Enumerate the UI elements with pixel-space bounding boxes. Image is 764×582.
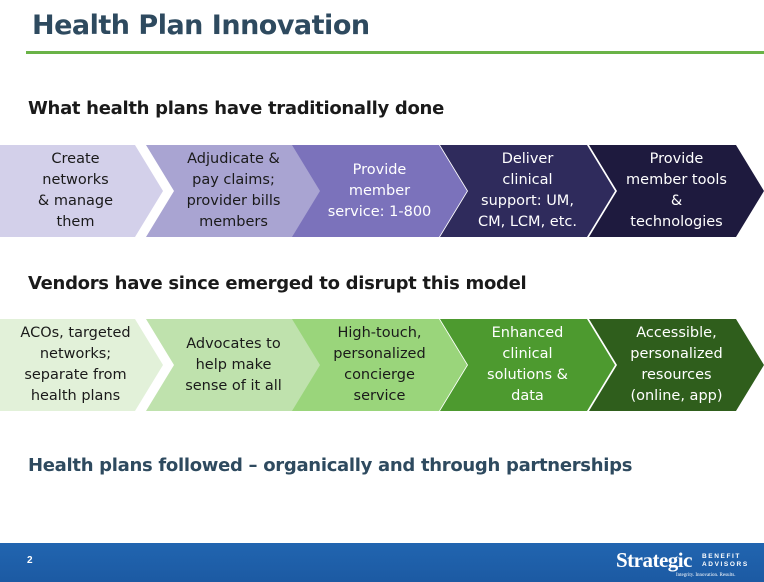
title-divider — [26, 51, 764, 54]
section1-chevron-5: Provide member tools & technologies — [589, 145, 764, 237]
section1-chevron-1: Create networks & manage them — [0, 145, 163, 237]
chevron-label: Enhanced clinical solutions & data — [487, 325, 568, 404]
section1-chevron-2: Adjudicate & pay claims; provider bills … — [146, 145, 321, 237]
section2-chevron-4: Enhanced clinical solutions & data — [440, 319, 615, 411]
conclusion-text: Health plans followed – organically and … — [28, 455, 633, 476]
chevron-label: Provide member service: 1-800 — [327, 161, 432, 220]
chevron-label: Adjudicate & pay claims; provider bills … — [186, 151, 281, 230]
footer-bar: 2 Strategic BENEFIT ADVISORS Integrity. … — [0, 543, 764, 582]
logo-sub-bottom: ADVISORS — [702, 561, 749, 568]
company-logo: Strategic BENEFIT ADVISORS Integrity. In… — [616, 547, 749, 579]
logo-wordmark: Strategic — [616, 548, 692, 572]
section2-chevron-5: Accessible, personalized resources (onli… — [589, 319, 764, 411]
chevron-label: Provide member tools & technologies — [626, 151, 727, 230]
chevron-label: Accessible, personalized resources (onli… — [630, 325, 723, 404]
slide-title: Health Plan Innovation — [32, 10, 370, 41]
section2-chevron-3: High-touch, personalized concierge servi… — [292, 319, 467, 411]
logo-tagline: Integrity. Innovation. Results. — [676, 573, 736, 578]
chevron-label: ACOs, targeted networks; separate from h… — [20, 325, 131, 404]
section2-heading: Vendors have since emerged to disrupt th… — [28, 273, 527, 294]
traditional-process-row: Create networks & manage them Adjudicate … — [0, 145, 764, 237]
section1-chevron-4: Deliver clinical support: UM, CM, LCM, e… — [440, 145, 615, 237]
chevron-label: High-touch, personalized concierge servi… — [333, 325, 426, 404]
logo-sub-top: BENEFIT — [702, 553, 742, 560]
vendor-disruption-row: ACOs, targeted networks; separate from h… — [0, 319, 764, 411]
page-number: 2 — [27, 555, 33, 566]
chevron-label: Deliver clinical support: UM, CM, LCM, e… — [478, 151, 577, 230]
section2-chevron-1: ACOs, targeted networks; separate from h… — [0, 319, 163, 411]
section2-chevron-2: Advocates to help make sense of it all — [146, 319, 321, 411]
section1-heading: What health plans have traditionally don… — [28, 98, 444, 119]
section1-chevron-3: Provide member service: 1-800 — [292, 145, 467, 237]
chevron-label: Create networks & manage them — [37, 151, 114, 230]
chevron-label: Advocates to help make sense of it all — [185, 335, 282, 394]
